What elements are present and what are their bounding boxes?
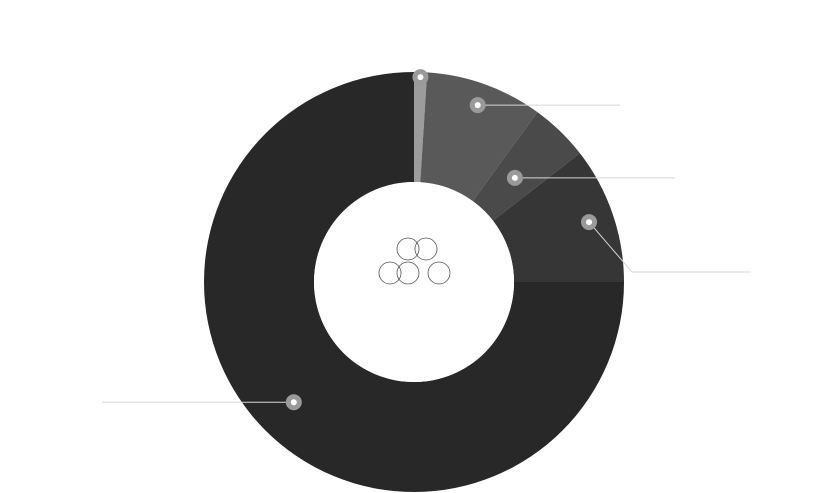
slice-marker-center-2 bbox=[474, 102, 481, 109]
donut-slice-4 bbox=[493, 153, 624, 282]
slice-markers bbox=[285, 69, 598, 411]
leader-lines bbox=[102, 104, 751, 403]
donut-slice-3 bbox=[472, 112, 580, 221]
donut-slice-2 bbox=[420, 72, 538, 202]
overlapping-circles-logo-icon bbox=[378, 237, 451, 285]
donut-slice-5 bbox=[204, 72, 624, 492]
slice-marker-center-5 bbox=[290, 399, 297, 406]
slice-marker-center-1 bbox=[417, 74, 424, 81]
slice-marker-center-4 bbox=[586, 219, 593, 226]
leader-line-4 bbox=[588, 221, 751, 273]
slice-marker-center-3 bbox=[511, 174, 518, 181]
donut-slice-1 bbox=[414, 72, 428, 183]
